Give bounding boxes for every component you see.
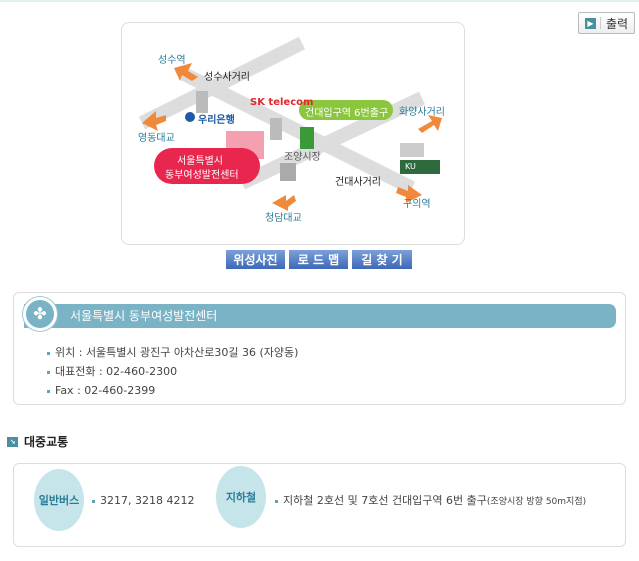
map-label: 영동대교 (138, 133, 175, 144)
road (138, 36, 306, 130)
center-title: 서울특별시 동부여성발전센터 (24, 304, 616, 328)
transit-title: 대중교통 (24, 435, 69, 449)
building-icon (280, 163, 296, 181)
location-map: 성수역 성수사거리 SK telecom 우리은행 건대입구역 6번출구 화양사… (121, 22, 465, 245)
map-label: 우리은행 (198, 115, 235, 126)
subway-text: 지하철 2호선 및 7호선 건대입구역 6번 출구 (283, 494, 487, 507)
arrow-icon (272, 195, 296, 211)
info-list: 위치 : 서울특별시 광진구 아차산로30길 36 (자양동) 대표전화 : 0… (47, 343, 298, 400)
map-label: KU (405, 162, 416, 171)
print-button[interactable]: ▶ 출력 (578, 12, 635, 34)
bus-badge: 일반버스 (34, 469, 84, 531)
map-label: 성수사거리 (204, 72, 250, 83)
building-icon (196, 91, 208, 113)
bus-routes: 3217, 3218 4212 (92, 494, 194, 507)
top-divider (0, 0, 639, 2)
subway-note: (조양시장 방향 50m지점) (486, 497, 587, 507)
map-label: 화양사거리 (399, 107, 445, 118)
map-label: 건대사거리 (335, 177, 381, 188)
directions-button[interactable]: 길 찾 기 (352, 250, 412, 269)
satellite-button[interactable]: 위성사진 (226, 250, 285, 269)
maple-leaf-icon: ✤ (23, 297, 57, 331)
road (178, 66, 416, 195)
print-label: 출력 (606, 16, 629, 31)
map-label: 동부여성발전센터 (165, 170, 239, 181)
exit-bubble (299, 100, 393, 120)
ku-logo (400, 160, 440, 174)
map-label: 건대입구역 6번출구 (305, 108, 389, 119)
center-bubble (154, 148, 260, 184)
section-title: ↘ 대중교통 (7, 433, 68, 450)
divider (600, 17, 601, 29)
arrow-icon (418, 115, 442, 133)
map-label: 구의역 (403, 199, 431, 210)
map-roads (138, 36, 442, 211)
print-arrow-icon: ▶ (585, 17, 596, 29)
arrow-icon (396, 185, 422, 203)
center-info-box: 서울특별시 동부여성발전센터 ✤ 위치 : 서울특별시 광진구 아차산로30길 … (13, 292, 626, 405)
map-label: 청담대교 (265, 213, 302, 224)
subway-exit-icon (300, 127, 314, 149)
map-label: 서울특별시 (177, 156, 223, 167)
address-item: 위치 : 서울특별시 광진구 아차산로30길 36 (자양동) (47, 343, 298, 362)
subway-badge: 지하철 (216, 466, 266, 528)
map-view-buttons: 위성사진 로 드 맵 길 찾 기 (226, 250, 412, 269)
map-label: SK telecom (250, 97, 314, 108)
arrow-icon (174, 63, 198, 81)
building-icon (400, 143, 424, 157)
arrow-icon (142, 111, 166, 131)
roadmap-button[interactable]: 로 드 맵 (289, 250, 348, 269)
building-icon (270, 118, 282, 140)
transit-box: 일반버스 3217, 3218 4212 지하철 지하철 2호선 및 7호선 건… (13, 463, 626, 547)
fax-item: Fax : 02-460-2399 (47, 381, 298, 400)
subway-info: 지하철 2호선 및 7호선 건대입구역 6번 출구(조양시장 방향 50m지점) (275, 492, 586, 508)
map-label: 조양시장 (284, 152, 321, 163)
map-label: 성수역 (158, 55, 186, 66)
arrow-box-icon: ↘ (7, 436, 18, 447)
woori-logo-icon (185, 112, 195, 122)
phone-item: 대표전화 : 02-460-2300 (47, 362, 298, 381)
